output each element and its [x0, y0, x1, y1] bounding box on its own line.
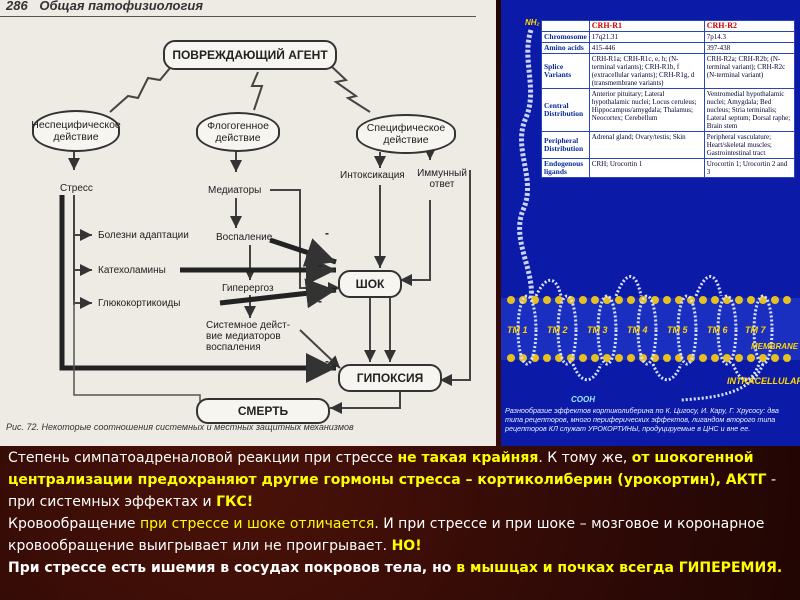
adaptation-label: Болезни адаптации — [98, 230, 189, 241]
minus-sign: - — [325, 226, 329, 240]
page-title: Общая патофизиология — [39, 0, 203, 13]
table-row: Endogenous ligands CRH; Urocortin 1 Uroc… — [541, 158, 796, 178]
textbook-page: 286 Общая патофизиология — [0, 0, 496, 446]
receptor-table: CRH-R1 CRH-R2 Chromosome 17q21.31 7p14.3… — [541, 20, 796, 178]
receptor-caption: Разнообразие эффектов кортиколиберина по… — [505, 406, 779, 433]
tm-label: TM 5 — [667, 325, 688, 335]
stress-label: Стресс — [60, 183, 93, 194]
tm-label: TM 6 — [707, 325, 728, 335]
minus-sign: - — [318, 258, 322, 272]
lightning-right — [329, 64, 371, 113]
agent-label: ПОВРЕЖДАЮЩИЙ АГЕНТ — [172, 48, 328, 62]
death-box: СМЕРТЬ — [196, 398, 330, 424]
paragraph-2: Кровообращение при стрессе и шоке отлича… — [8, 516, 765, 554]
mediators-label: Медиаторы — [208, 185, 262, 196]
inflammation-label: Воспаление — [216, 232, 273, 243]
minus-sign: - — [325, 354, 329, 368]
tm-label: TM 1 — [507, 325, 528, 335]
figure-caption: Рис. 72. Некоторые соотношения системных… — [6, 422, 354, 432]
cooh-label: COOH — [571, 395, 595, 404]
lightning-left — [109, 67, 171, 113]
header-rule — [0, 16, 476, 17]
shock-box: ШОК — [338, 270, 402, 298]
page-number: 286 — [6, 0, 28, 13]
tm-label: TM 4 — [627, 325, 648, 335]
lightning-middle — [250, 71, 264, 111]
system-mediators-label: Системное дейст-вие медиаторов воспалени… — [206, 320, 291, 353]
catecholamines-label: Катехоламины — [98, 265, 166, 276]
table-row: Splice Variants CRH-R1a; CRH-R1c, e, h; … — [541, 53, 796, 89]
agent-box: ПОВРЕЖДАЮЩИЙ АГЕНТ — [163, 40, 337, 70]
phlogogenic-node: Флогогенное действие — [196, 112, 280, 152]
table-row: Amino acids 415-446 397-438 — [541, 42, 796, 54]
nonspecific-node: Неспецифическое действие — [31, 110, 121, 152]
specific-node: Специфическое действие — [356, 114, 456, 154]
receptor-figure: NH₂ CRH-R1 CRH-R2 Chromosome 17q21.31 7p… — [501, 0, 800, 446]
nh2-label: NH₂ — [525, 18, 540, 27]
tm-label: TM 3 — [587, 325, 608, 335]
paragraph-1: Степень симпатоадреналовой реакции при с… — [8, 450, 777, 510]
header-crh-r1: CRH-R1 — [588, 20, 705, 32]
receptor-diagram — [501, 29, 800, 402]
header-crh-r2: CRH-R2 — [703, 20, 796, 32]
hypoxia-box: ГИПОКСИЯ — [338, 364, 442, 392]
immune-label: Иммунный ответ — [417, 168, 467, 190]
table-row: Chromosome 17q21.31 7p14.3 — [541, 31, 796, 43]
hyperergy-label: Гиперергоз — [222, 283, 274, 294]
page-header: 286 Общая патофизиология — [6, 0, 203, 13]
tm-label: TM 7 — [745, 325, 766, 335]
membrane-label: MEMBRANE — [751, 342, 799, 351]
intoxication-label: Интоксикация — [340, 170, 405, 181]
paragraph-3: При стрессе есть ишемия в сосудах покров… — [8, 560, 783, 576]
tm-label: TM 2 — [547, 325, 568, 335]
intracellular-label: INTRACELLULAR — [727, 376, 800, 386]
glucocorticoids-label: Глюкокортикоиды — [98, 298, 181, 309]
table-row: Central Distribution Anterior pituitary;… — [541, 88, 796, 132]
minus-sign: - — [318, 294, 322, 308]
table-row: Peripheral Distribution Adrenal gland; O… — [541, 131, 796, 159]
slide-text: Степень симпатоадреналовой реакции при с… — [8, 447, 794, 579]
